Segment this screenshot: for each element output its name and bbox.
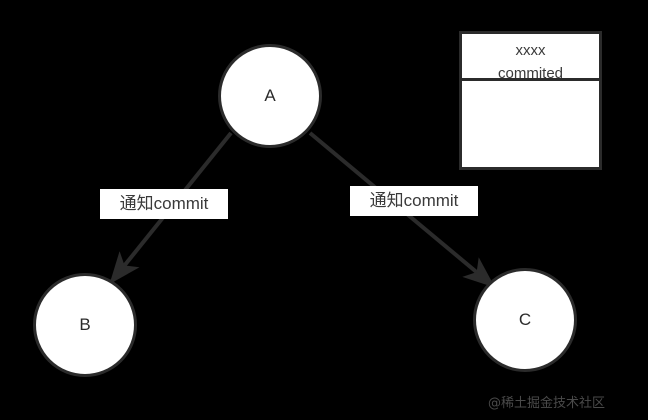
edge-label-a-to-b-text: 通知commit [119,194,209,213]
edge-label-a-to-b: 通知commit [100,189,228,219]
node-b[interactable]: B [33,273,137,377]
panel-divider [462,78,599,81]
node-b-label: B [79,315,91,334]
edge-label-a-to-c: 通知commit [350,186,478,216]
node-a-label: A [264,86,276,105]
panel-line-2: commited [497,65,564,82]
node-c-label: C [518,310,532,329]
status-panel: xxxx commited [459,31,602,170]
edge-label-a-to-c-text: 通知commit [369,191,459,210]
watermark: @稀土掘金技术社区 [488,396,606,411]
panel-line-1: xxxx [515,42,546,59]
node-a[interactable]: A [218,44,322,148]
node-c[interactable]: C [473,268,577,372]
